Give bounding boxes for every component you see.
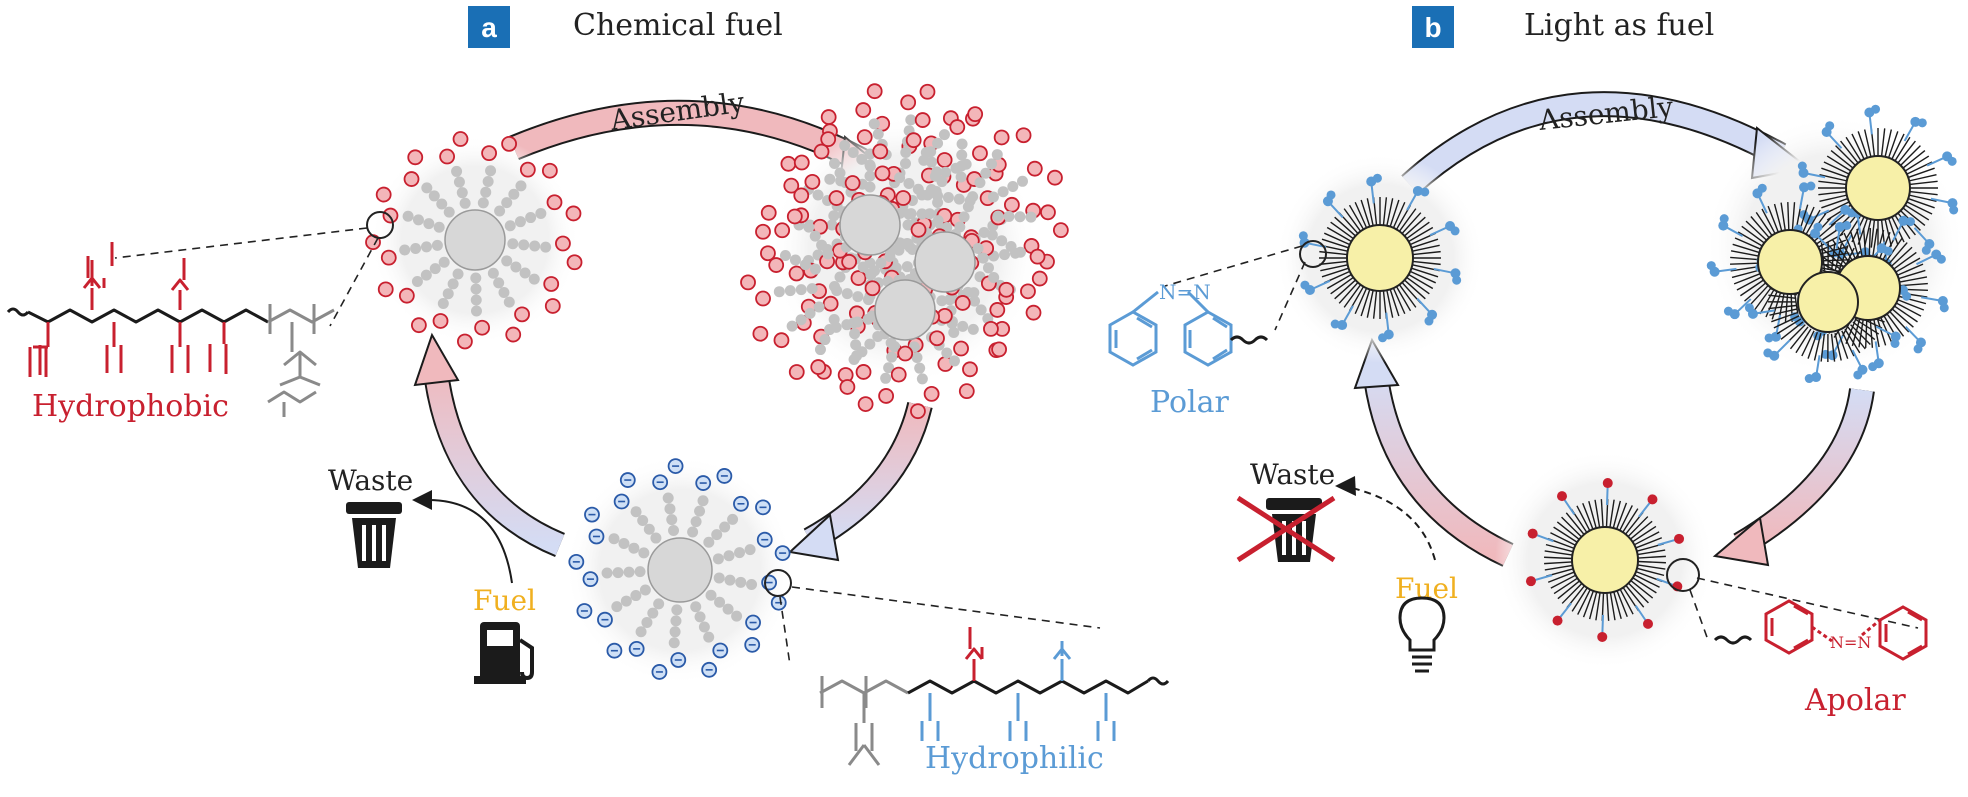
crossed-trash-can-icon	[1236, 495, 1336, 563]
polar-azobenzene-structure: N=N Polar	[1108, 280, 1269, 420]
fuel-label-a: Fuel	[473, 584, 536, 617]
hydrophilic-polymer-structure: Hydrophilic	[819, 627, 1170, 776]
panel-b-badge	[1412, 6, 1454, 48]
polar-label: Polar	[1150, 385, 1230, 420]
hydrophilic-label: Hydrophilic	[925, 741, 1104, 776]
trash-can-icon	[346, 502, 402, 568]
assembly-label-a: Assembly	[607, 85, 746, 137]
panel-a-title: Chemical fuel	[573, 8, 783, 43]
monomer-hydrophilic-particle	[565, 455, 795, 685]
hydrophobic-label: Hydrophobic	[32, 389, 229, 424]
waste-arrow-a	[427, 499, 513, 584]
panel-b-title: Light as fuel	[1524, 8, 1714, 43]
panel-a-badge	[468, 6, 510, 48]
apolar-azobenzene-structure: N=N Apolar	[1713, 599, 1928, 718]
waste-label-a: Waste	[328, 464, 413, 497]
azo-bond-label-b2: N=N	[1830, 633, 1871, 652]
apolar-label: Apolar	[1804, 683, 1906, 718]
azo-bond-label-b: N=N	[1159, 280, 1211, 304]
panel-b-badge-letter: b	[1424, 12, 1441, 43]
waste-label-b: Waste	[1250, 458, 1335, 491]
light-bulb-icon	[1398, 596, 1446, 673]
aggregate-particle	[740, 83, 1069, 420]
panel-a: a Chemical fuel Assembly	[6, 6, 1170, 776]
waste-arrow-b	[1351, 487, 1436, 561]
apolar-particle	[1495, 450, 1715, 670]
panel-a-badge-letter: a	[481, 12, 497, 43]
fuel-pump-icon	[474, 622, 534, 684]
panel-b: b Light as fuel Assembly	[1108, 6, 1965, 718]
polar-aggregate-particle	[1705, 104, 1965, 384]
zoom-lines-a	[114, 227, 1101, 666]
monomer-hydrophobic-particle	[365, 131, 583, 350]
fuel-label-b: Fuel	[1395, 572, 1458, 605]
polar-particle	[1275, 153, 1485, 363]
hydrophobic-polymer-structure: Hydrophobic	[6, 242, 335, 424]
